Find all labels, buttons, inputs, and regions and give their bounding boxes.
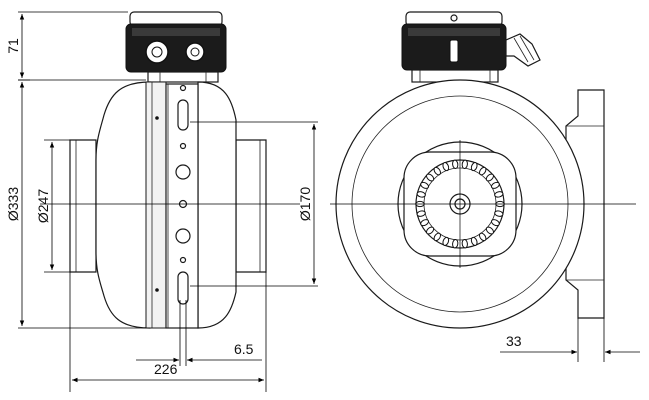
blade-opening <box>416 191 426 198</box>
dim-226-label: 226 <box>154 361 178 377</box>
housing-left <box>95 81 151 329</box>
terminal-box-front <box>401 11 541 83</box>
dim-33 <box>500 318 640 362</box>
blade-opening <box>478 232 487 242</box>
blade-opening <box>442 162 450 172</box>
front-view <box>330 11 636 329</box>
dim-333-label: Ø333 <box>5 187 21 221</box>
blade-opening <box>416 210 426 217</box>
dim-6-5-label: 6.5 <box>234 341 254 357</box>
side-view <box>40 11 300 329</box>
blade-opening <box>470 162 478 172</box>
blade-opening <box>485 173 494 182</box>
blade-opening <box>426 226 435 235</box>
blade-opening <box>485 226 494 235</box>
blade-opening <box>420 181 430 189</box>
blade-opening <box>494 191 504 198</box>
impeller-blades <box>415 159 505 249</box>
blade-opening <box>494 210 504 217</box>
blade-opening <box>442 236 450 246</box>
dim-6-5 <box>136 300 262 366</box>
blade-opening <box>490 219 500 227</box>
left-spigot <box>69 139 97 273</box>
blade-opening <box>420 219 430 227</box>
dim-333 <box>18 79 150 329</box>
terminal-box-side <box>125 11 227 83</box>
blade-opening <box>470 236 478 246</box>
mounting-slots <box>175 84 191 305</box>
dim-33-label: 33 <box>506 333 522 349</box>
dim-170-label: Ø170 <box>297 187 313 221</box>
dim-71-label: 71 <box>5 38 21 54</box>
blade-opening <box>461 159 468 169</box>
blade-opening <box>478 166 487 176</box>
blade-opening <box>452 239 459 249</box>
housing-right <box>197 81 237 329</box>
dim-71 <box>18 11 146 81</box>
dim-247 <box>44 139 70 273</box>
right-spigot <box>235 139 267 273</box>
blade-opening <box>433 232 442 242</box>
blade-opening <box>452 159 459 169</box>
blade-opening <box>433 166 442 176</box>
blade-opening <box>426 173 435 182</box>
dim-226 <box>69 272 267 392</box>
dim-170 <box>190 121 318 287</box>
blade-opening <box>490 181 500 189</box>
dim-247-label: Ø247 <box>35 189 51 223</box>
blade-opening <box>461 239 468 249</box>
